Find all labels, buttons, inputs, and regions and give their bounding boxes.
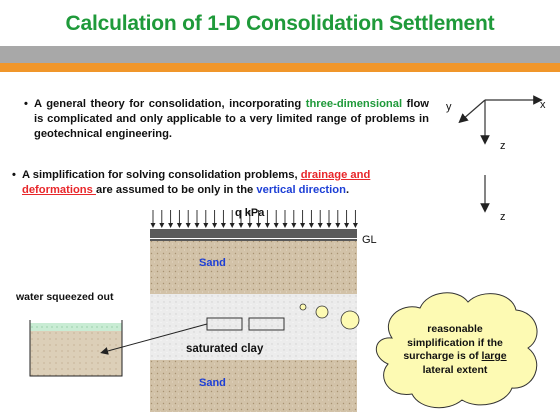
load-arrow-head <box>194 223 200 228</box>
bullet2-text-part2: are assumed to be only in the <box>95 184 257 196</box>
loading-plate <box>150 229 357 238</box>
load-arrow-head <box>238 223 244 228</box>
load-arrow-head <box>282 223 288 228</box>
saturated-clay-label: saturated clay <box>186 343 264 355</box>
clay-element-right <box>248 317 285 331</box>
load-label: q kPa <box>235 207 265 219</box>
slide-title: Calculation of 1-D Consolidation Settlem… <box>65 12 495 35</box>
bullet2-text-part3: . <box>345 184 350 196</box>
water-bubbles <box>299 303 360 330</box>
load-arrow-head <box>291 223 297 228</box>
bullet1-text-part1: A general theory for consolidation, inco… <box>34 98 306 110</box>
coordinate-axes <box>458 95 543 213</box>
water-container <box>29 320 123 377</box>
ground-level-label: GL <box>362 234 377 246</box>
bullet2-highlight-vertical: vertical direction <box>256 184 346 196</box>
axis-label-z-second: z <box>500 211 506 223</box>
bullet1-highlight-three-dimensional: three-dimensional <box>305 98 403 110</box>
load-arrow-head <box>273 223 279 228</box>
bullet-simplification: • A simplification for solving consolida… <box>12 168 404 198</box>
bottom-sand-label: Sand <box>199 377 226 389</box>
load-arrow-head <box>308 223 314 228</box>
header-band-gray <box>0 46 560 63</box>
load-arrow-head <box>335 223 341 228</box>
load-arrow-head <box>159 223 165 228</box>
load-arrow-head <box>203 223 209 228</box>
callout-line4: lateral extent <box>422 363 488 376</box>
callout-line2: simplification if the <box>407 336 503 349</box>
load-arrows <box>150 210 358 228</box>
load-arrow-head <box>185 223 191 228</box>
bullet2-text-part1: A simplification for solving consolidati… <box>22 169 301 181</box>
load-arrow-head <box>176 223 182 228</box>
axis-label-x: x <box>540 99 546 111</box>
bullet2-highlight-drainage: drainage and deformations <box>22 169 371 196</box>
top-sand-label: Sand <box>199 257 226 269</box>
load-arrow-head <box>150 223 156 228</box>
header-band-orange <box>0 63 560 72</box>
callout-line1: reasonable <box>427 323 483 335</box>
callout-text: reasonable simplification if the surchar… <box>394 323 516 377</box>
axis-label-y: y <box>446 101 452 113</box>
bullet-marker: • <box>12 169 16 181</box>
bullet-general-theory: • A general theory for consolidation, in… <box>24 97 430 142</box>
load-arrow-head <box>168 223 174 228</box>
water-squeezed-label: water squeezed out <box>16 291 114 303</box>
water-flow-arrow <box>100 323 208 355</box>
bottom-sand-layer <box>150 360 357 412</box>
callout-line3-pre: surcharge is of <box>403 350 482 362</box>
load-arrow-head <box>300 223 306 228</box>
bullet1-text-part2: flow is complicated and only applicable … <box>34 98 430 140</box>
load-arrow-head <box>317 223 323 228</box>
bullet-marker: • <box>24 98 28 110</box>
top-sand-layer <box>150 241 357 294</box>
load-arrow-head <box>352 223 358 228</box>
load-arrow-head <box>344 223 350 228</box>
axis-label-z: z <box>500 140 506 152</box>
callout-large-word: large <box>481 350 507 362</box>
load-arrow-head <box>264 223 270 228</box>
load-arrow-head <box>326 223 332 228</box>
callout-cloud <box>376 292 538 409</box>
load-arrow-head <box>220 223 226 228</box>
load-arrow-head <box>229 223 235 228</box>
callout-line3: surcharge is of large <box>394 350 516 364</box>
load-arrow-head <box>212 223 218 228</box>
load-arrow-head <box>247 223 253 228</box>
load-arrow-head <box>256 223 262 228</box>
saturated-clay-layer <box>150 294 357 360</box>
